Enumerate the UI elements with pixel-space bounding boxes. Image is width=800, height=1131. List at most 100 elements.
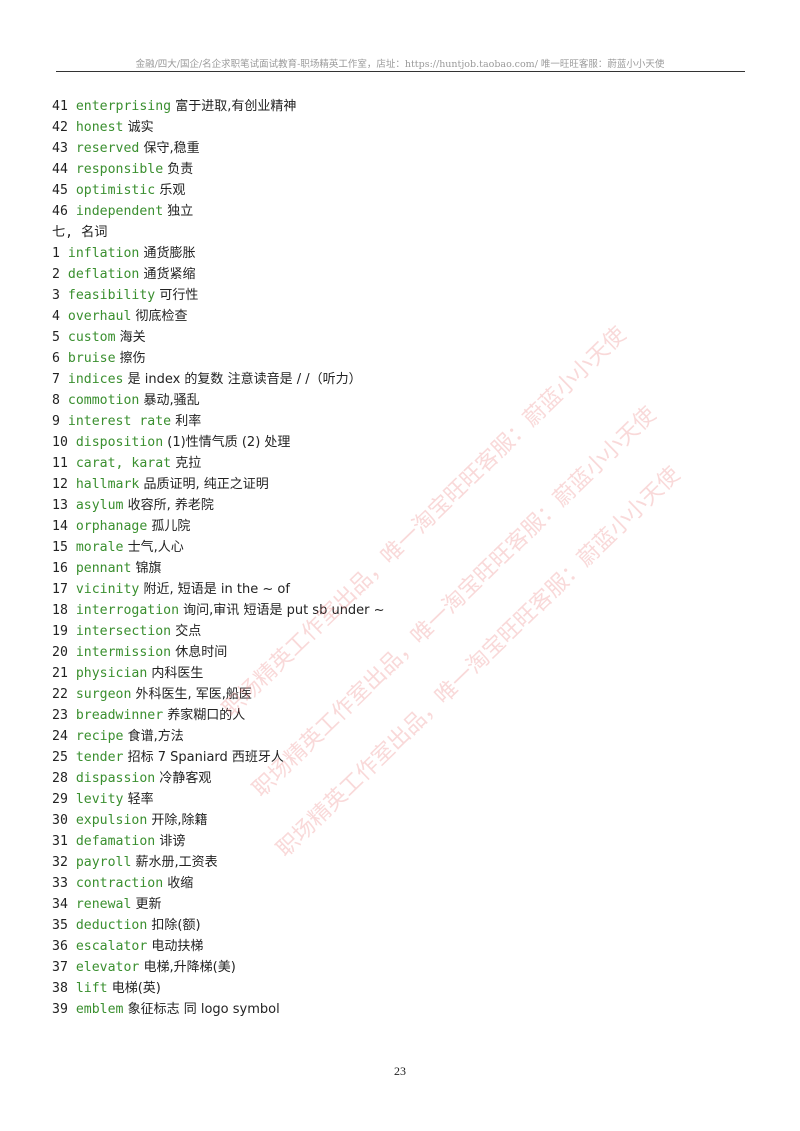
- vocab-line: 17 vicinity 附近, 短语是 in the ~ of: [52, 579, 752, 600]
- item-number: 20: [52, 645, 76, 660]
- item-number: 24: [52, 729, 76, 744]
- vocab-line: 1 inflation 通货膨胀: [52, 243, 752, 264]
- english-term: feasibility: [67, 288, 156, 303]
- item-number: 8: [52, 393, 68, 408]
- english-term: custom: [67, 330, 116, 345]
- item-number: 18: [52, 603, 76, 618]
- item-number: 19: [52, 624, 76, 639]
- item-number: 35: [52, 918, 76, 933]
- vocab-line: 45 optimistic 乐观: [52, 180, 752, 201]
- vocab-line: 28 dispassion 冷静客观: [52, 768, 752, 789]
- english-term: bruise: [67, 351, 116, 366]
- english-term: indices: [67, 372, 124, 387]
- english-term: pennant: [75, 561, 132, 576]
- item-number: 36: [52, 939, 76, 954]
- english-term: defamation: [75, 834, 156, 849]
- english-term: responsible: [75, 162, 164, 177]
- chinese-meaning: 锦旗: [131, 561, 162, 576]
- english-term: lift: [75, 981, 108, 996]
- item-number: 29: [52, 792, 76, 807]
- item-number: 10: [52, 435, 76, 450]
- english-term: renewal: [75, 897, 132, 912]
- chinese-meaning: 电梯(英): [107, 981, 161, 996]
- vocab-line: 36 escalator 电动扶梯: [52, 936, 752, 957]
- english-term: intermission: [75, 645, 172, 660]
- english-term: commotion: [67, 393, 140, 408]
- vocab-line: 19 intersection 交点: [52, 621, 752, 642]
- english-term: morale: [75, 540, 124, 555]
- vocab-line: 25 tender 招标 7 Spaniard 西班牙人: [52, 747, 752, 768]
- item-number: 7: [52, 372, 68, 387]
- english-term: interrogation: [75, 603, 180, 618]
- chinese-meaning: 独立: [163, 204, 194, 219]
- item-number: 6: [52, 351, 68, 366]
- item-number: 41: [52, 99, 76, 114]
- english-term: escalator: [75, 939, 148, 954]
- chinese-meaning: 富于进取,有创业精神: [171, 99, 297, 114]
- vocab-line: 16 pennant 锦旗: [52, 558, 752, 579]
- english-term: tender: [75, 750, 124, 765]
- chinese-meaning: 附近, 短语是 in the ~ of: [139, 582, 290, 597]
- item-number: 43: [52, 141, 76, 156]
- english-term: interest rate: [67, 414, 172, 429]
- item-number: 23: [52, 708, 76, 723]
- english-term: disposition: [75, 435, 164, 450]
- chinese-meaning: 诚实: [123, 120, 154, 135]
- item-number: 3: [52, 288, 68, 303]
- english-term: levity: [75, 792, 124, 807]
- item-number: 39: [52, 1002, 76, 1017]
- chinese-meaning: 士气,人心: [123, 540, 184, 555]
- chinese-meaning: 更新: [131, 897, 162, 912]
- vocab-line: 14 orphanage 孤儿院: [52, 516, 752, 537]
- vocab-line: 13 asylum 收容所, 养老院: [52, 495, 752, 516]
- vocab-line: 46 independent 独立: [52, 201, 752, 222]
- vocab-line: 38 lift 电梯(英): [52, 978, 752, 999]
- english-term: hallmark: [75, 477, 140, 492]
- vocab-line: 37 elevator 电梯,升降梯(美): [52, 957, 752, 978]
- chinese-meaning: 询问,审讯 短语是 put sb under ~: [179, 603, 385, 618]
- english-term: honest: [75, 120, 124, 135]
- chinese-meaning: 休息时间: [171, 645, 228, 660]
- vocab-line: 44 responsible 负责: [52, 159, 752, 180]
- item-number: 17: [52, 582, 76, 597]
- vocab-line: 20 intermission 休息时间: [52, 642, 752, 663]
- english-term: surgeon: [75, 687, 132, 702]
- english-term: vicinity: [75, 582, 140, 597]
- item-number: 32: [52, 855, 76, 870]
- vocab-line: 6 bruise 擦伤: [52, 348, 752, 369]
- vocab-line: 10 disposition (1)性情气质 (2) 处理: [52, 432, 752, 453]
- vocab-line: 7 indices 是 index 的复数 注意读音是 / /（听力）: [52, 369, 752, 390]
- vocab-line: 2 deflation 通货紧缩: [52, 264, 752, 285]
- english-term: payroll: [75, 855, 132, 870]
- item-number: 14: [52, 519, 76, 534]
- chinese-meaning: 外科医生, 军医,船医: [131, 687, 252, 702]
- chinese-meaning: 内科医生: [147, 666, 204, 681]
- chinese-meaning: (1)性情气质 (2) 处理: [163, 435, 291, 450]
- item-number: 4: [52, 309, 68, 324]
- chinese-meaning: 食谱,方法: [123, 729, 184, 744]
- chinese-meaning: 孤儿院: [147, 519, 191, 534]
- chinese-meaning: 收容所, 养老院: [123, 498, 214, 513]
- chinese-meaning: 诽谤: [155, 834, 186, 849]
- chinese-meaning: 可行性: [155, 288, 199, 303]
- chinese-meaning: 擦伤: [115, 351, 146, 366]
- item-number: 28: [52, 771, 76, 786]
- vocab-line: 12 hallmark 品质证明, 纯正之证明: [52, 474, 752, 495]
- vocab-line: 8 commotion 暴动,骚乱: [52, 390, 752, 411]
- vocab-line: 七, 名词: [52, 222, 752, 243]
- item-number: 七, 名词: [52, 225, 108, 240]
- english-term: independent: [75, 204, 164, 219]
- english-term: overhaul: [67, 309, 132, 324]
- item-number: 1: [52, 246, 68, 261]
- item-number: 12: [52, 477, 76, 492]
- vocab-line: 18 interrogation 询问,审讯 短语是 put sb under …: [52, 600, 752, 621]
- item-number: 9: [52, 414, 68, 429]
- item-number: 2: [52, 267, 68, 282]
- vocab-line: 34 renewal 更新: [52, 894, 752, 915]
- chinese-meaning: 开除,除籍: [147, 813, 208, 828]
- vocab-line: 22 surgeon 外科医生, 军医,船医: [52, 684, 752, 705]
- vocab-line: 5 custom 海关: [52, 327, 752, 348]
- item-number: 38: [52, 981, 76, 996]
- vocab-line: 4 overhaul 彻底检查: [52, 306, 752, 327]
- chinese-meaning: 海关: [115, 330, 146, 345]
